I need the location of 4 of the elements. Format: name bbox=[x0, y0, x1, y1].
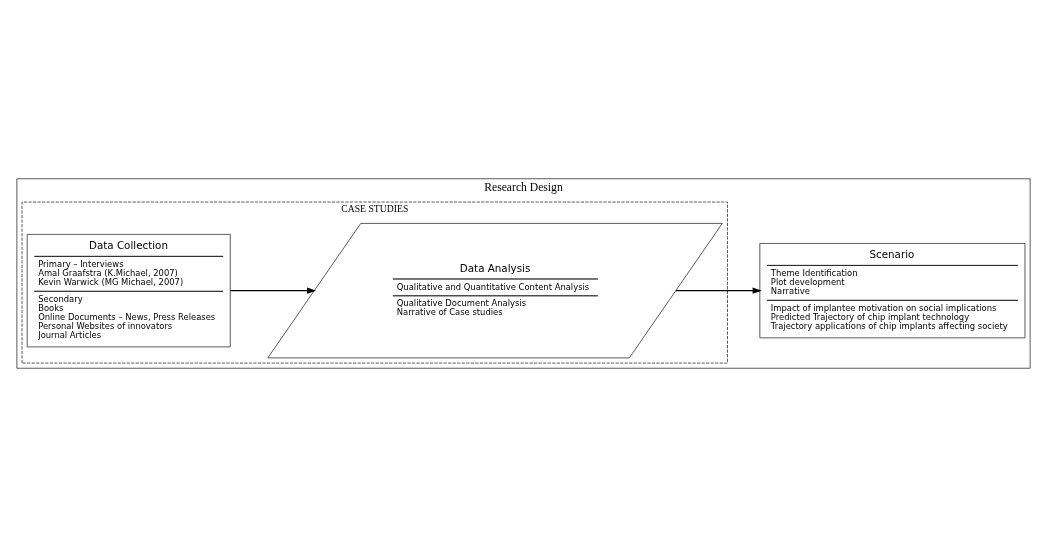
arrow bbox=[229, 286, 317, 294]
node-box: Data Collection Primary – Interviews Amal Graafstra (K.Michael, 2007) Kevin Warwick (MG Michael, 2007) Secondary Books Online Documents – News, Press Releases Personal Websites of innovators Journal Articles bbox=[26, 233, 231, 347]
arrow bbox=[675, 286, 762, 294]
node-box: Scenario Theme Identification Plot development Narrative Impact of implantee motivation on social implications Predicted Trajectory of chip implant technology Trajectory applications of chip implants affecting society bbox=[759, 242, 1026, 338]
